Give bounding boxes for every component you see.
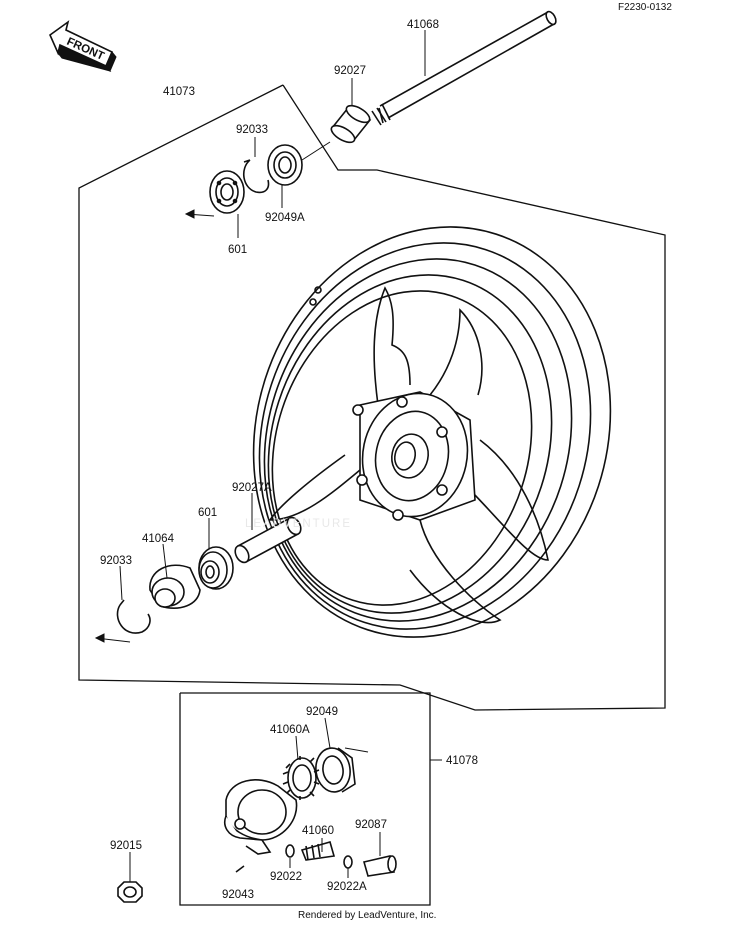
label-92022A: 92022A [327, 881, 367, 893]
seal-92049 [315, 747, 356, 793]
label-92033-bottom: 92033 [100, 555, 132, 567]
gear-41060A [282, 756, 320, 800]
label-92087: 92087 [355, 819, 387, 831]
bushing-92087 [362, 855, 397, 877]
label-41060A: 41060A [270, 724, 310, 736]
label-92033-top: 92033 [236, 124, 268, 136]
label-41064: 41064 [142, 533, 175, 545]
label-601-bottom: 601 [198, 507, 217, 519]
circlip-92033-top [243, 159, 270, 194]
circlip-92033-bottom [116, 599, 151, 634]
pinion-41060 [300, 841, 336, 861]
collar-92027 [330, 104, 372, 144]
hub-cover-41064 [149, 564, 201, 609]
bearing-601-top [209, 170, 245, 214]
label-92022: 92022 [270, 871, 302, 883]
assembly-41073-outline [78, 84, 666, 711]
wheel-hub [352, 391, 476, 521]
label-92049A: 92049A [265, 212, 305, 224]
meter-gear-housing [224, 779, 298, 855]
axle-41068 [371, 10, 557, 126]
figure-code: F2230-0132 [618, 2, 672, 13]
washer-92022 [285, 844, 295, 858]
bearing-601-bottom [198, 546, 234, 590]
label-92043: 92043 [222, 889, 254, 901]
label-92027: 92027 [334, 65, 366, 77]
label-92027A: 92027A [232, 482, 272, 494]
label-92049: 92049 [306, 706, 338, 718]
footer-credit: Rendered by LeadVenture, Inc. [298, 910, 436, 921]
front-arrow-icon: FRONT [49, 20, 117, 72]
label-92015: 92015 [110, 840, 142, 852]
seal-92049A [267, 144, 303, 186]
wheel-rim [252, 226, 612, 638]
spacer-92027A [234, 516, 302, 564]
washer-92022A [343, 855, 353, 869]
watermark: LEADVENTURE [245, 518, 352, 530]
label-601-top: 601 [228, 244, 247, 256]
assembly-41078-outline [179, 692, 431, 906]
label-41068: 41068 [407, 19, 439, 31]
label-41060: 41060 [302, 825, 334, 837]
label-41078: 41078 [446, 755, 478, 767]
label-41073: 41073 [163, 86, 195, 98]
wheel-spokes [268, 286, 549, 624]
nut-92015 [117, 881, 143, 903]
pin-92043 [235, 865, 245, 873]
